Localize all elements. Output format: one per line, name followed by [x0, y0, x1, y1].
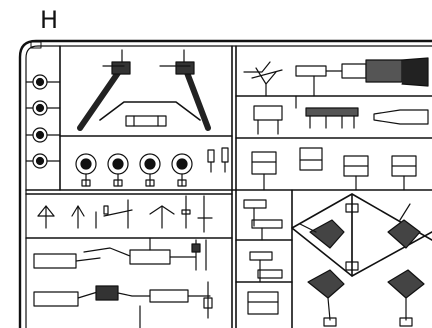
top-right-parts	[243, 57, 429, 97]
middle-right-parts	[253, 95, 429, 135]
road-wheel-4	[171, 153, 193, 187]
lower-left-small-parts	[37, 195, 213, 233]
road-wheel-2	[107, 153, 129, 187]
wheel-part-1	[25, 74, 61, 90]
suspension-center-brackets	[345, 203, 359, 271]
barrel-assembly-lower	[33, 281, 213, 328]
suspension-arm-lower-left	[307, 269, 345, 327]
center-column-parts	[243, 199, 283, 315]
wheel-part-3	[25, 127, 61, 143]
sprue-runners	[25, 45, 432, 328]
suspension-arm-upper-right	[387, 203, 421, 249]
suspension-arm-lower-right	[387, 269, 425, 327]
road-wheel-1	[75, 153, 97, 187]
road-wheel-3	[139, 153, 161, 187]
carriage-trail-legs	[77, 49, 211, 131]
sprue-letter-label: H	[40, 6, 59, 34]
wheel-part-4	[25, 153, 61, 169]
suspension-arm-upper-left	[299, 219, 345, 249]
seat-parts	[251, 147, 417, 191]
road-wheels-row	[75, 147, 229, 187]
barrel-assembly-upper	[33, 237, 207, 271]
small-bracket-parts	[207, 147, 229, 173]
wheel-part-2	[25, 100, 61, 116]
sprue-frame	[18, 39, 432, 328]
left-wheel-column	[25, 74, 61, 169]
